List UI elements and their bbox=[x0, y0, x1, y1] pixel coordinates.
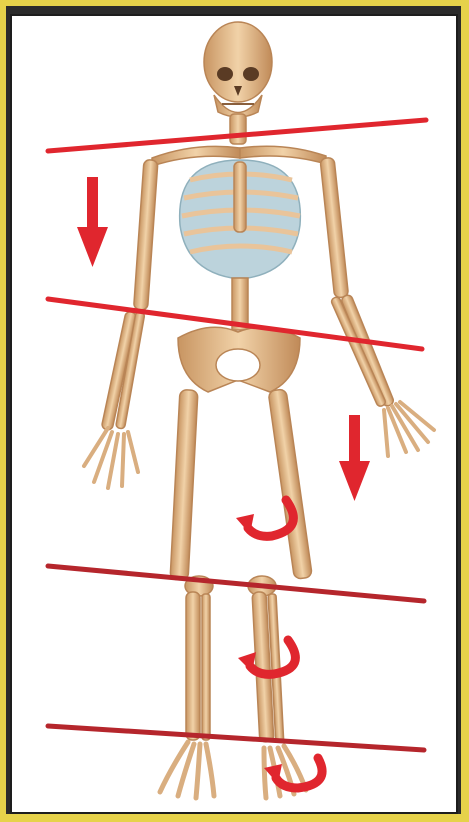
cervical-spine bbox=[230, 114, 246, 144]
down-arrow-left bbox=[77, 177, 108, 267]
right-leg bbox=[248, 389, 312, 798]
rib-cage bbox=[180, 160, 301, 278]
rotation-arrow-thigh bbox=[236, 500, 293, 536]
down-arrow-right bbox=[339, 415, 370, 501]
right-arm bbox=[320, 157, 434, 456]
ankle-level-line bbox=[48, 726, 424, 750]
skull bbox=[204, 22, 272, 117]
skeleton bbox=[84, 22, 434, 798]
knee-level-line bbox=[48, 566, 424, 601]
